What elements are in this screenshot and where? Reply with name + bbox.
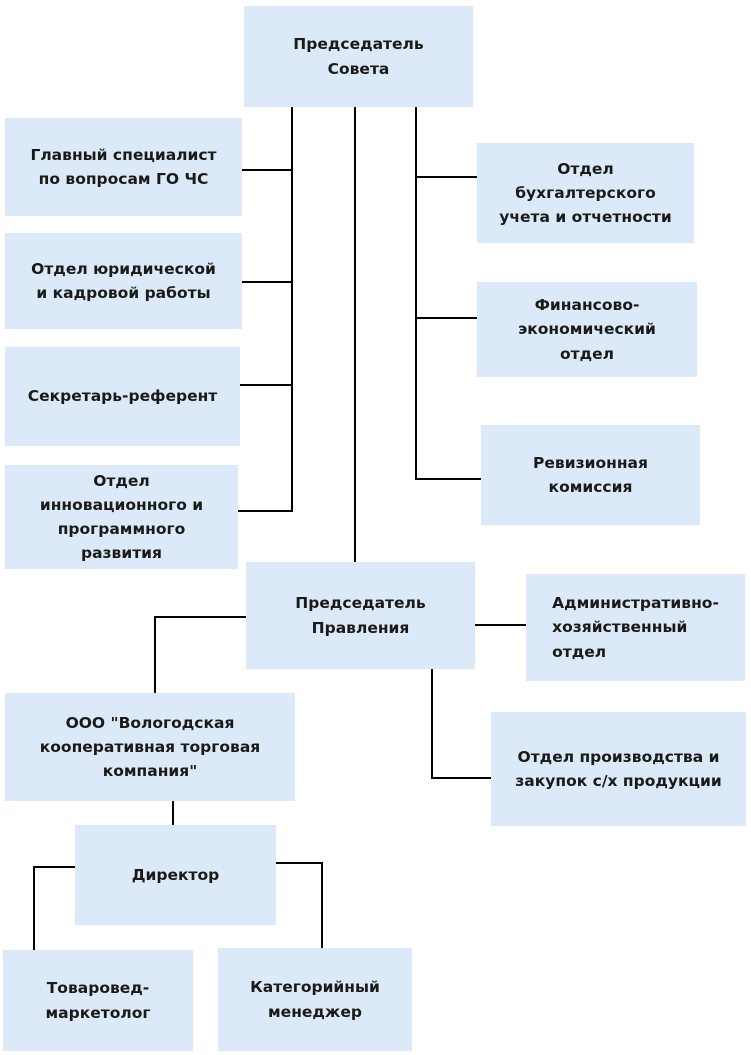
connector-line [33, 866, 35, 950]
node-chairman-board: Председатель Правления [246, 562, 475, 669]
connector-line [291, 106, 293, 512]
connector-line [431, 777, 492, 779]
node-label: Отдел бухгалтерского учета и отчетности [499, 159, 672, 226]
connector-line [415, 478, 482, 480]
node-category-manager: Категорийный менеджер [218, 948, 412, 1051]
node-chairman-council: Председатель Совета [244, 6, 473, 107]
connector-line [240, 384, 293, 386]
connector-line [238, 510, 293, 512]
node-label: Финансово- экономический отдел [518, 296, 656, 363]
node-finance: Финансово- экономический отдел [477, 282, 697, 377]
connector-line [172, 801, 174, 826]
connector-line [354, 106, 356, 564]
connector-line [275, 862, 323, 864]
node-label: Отдел инновационного и программного разв… [39, 471, 204, 563]
connector-line [415, 176, 478, 178]
node-label: ООО "Вологодская кооперативная торговая … [39, 713, 261, 780]
node-label: Секретарь-референт [27, 387, 218, 406]
node-legal-hr: Отдел юридической и кадровой работы [5, 233, 242, 329]
node-admin: Административно- хозяйственный отдел [526, 574, 745, 681]
node-label: Главный специалист по вопросам ГО ЧС [30, 145, 217, 188]
node-accounting: Отдел бухгалтерского учета и отчетности [477, 143, 694, 243]
connector-line [154, 616, 156, 694]
node-label: Категорийный менеджер [250, 978, 380, 1021]
node-merchandiser: Товаровед- маркетолог [3, 950, 193, 1051]
node-director: Директор [75, 825, 276, 925]
connector-line [154, 616, 247, 618]
node-label: Отдел производства и закупок с/х продукц… [515, 747, 722, 790]
node-label: Председатель Совета [293, 35, 424, 78]
node-chief-specialist: Главный специалист по вопросам ГО ЧС [5, 118, 242, 216]
connector-line [240, 281, 293, 283]
node-company: ООО "Вологодская кооперативная торговая … [5, 693, 295, 801]
node-innovation: Отдел инновационного и программного разв… [5, 465, 238, 569]
node-label: Ревизионная комиссия [533, 453, 648, 496]
connector-line [474, 624, 526, 626]
node-secretary: Секретарь-референт [5, 347, 240, 446]
node-label: Директор [131, 865, 220, 884]
node-label: Товаровед- маркетолог [45, 979, 151, 1022]
connector-line [240, 169, 293, 171]
node-audit: Ревизионная комиссия [481, 425, 700, 525]
connector-line [431, 669, 433, 779]
connector-line [321, 862, 323, 949]
node-label: Административно- хозяйственный отдел [552, 594, 719, 661]
node-label: Председатель Правления [295, 594, 426, 637]
node-production: Отдел производства и закупок с/х продукц… [491, 712, 746, 826]
connector-line [33, 866, 76, 868]
node-label: Отдел юридической и кадровой работы [31, 259, 216, 302]
connector-line [415, 317, 478, 319]
connector-line [415, 106, 417, 480]
